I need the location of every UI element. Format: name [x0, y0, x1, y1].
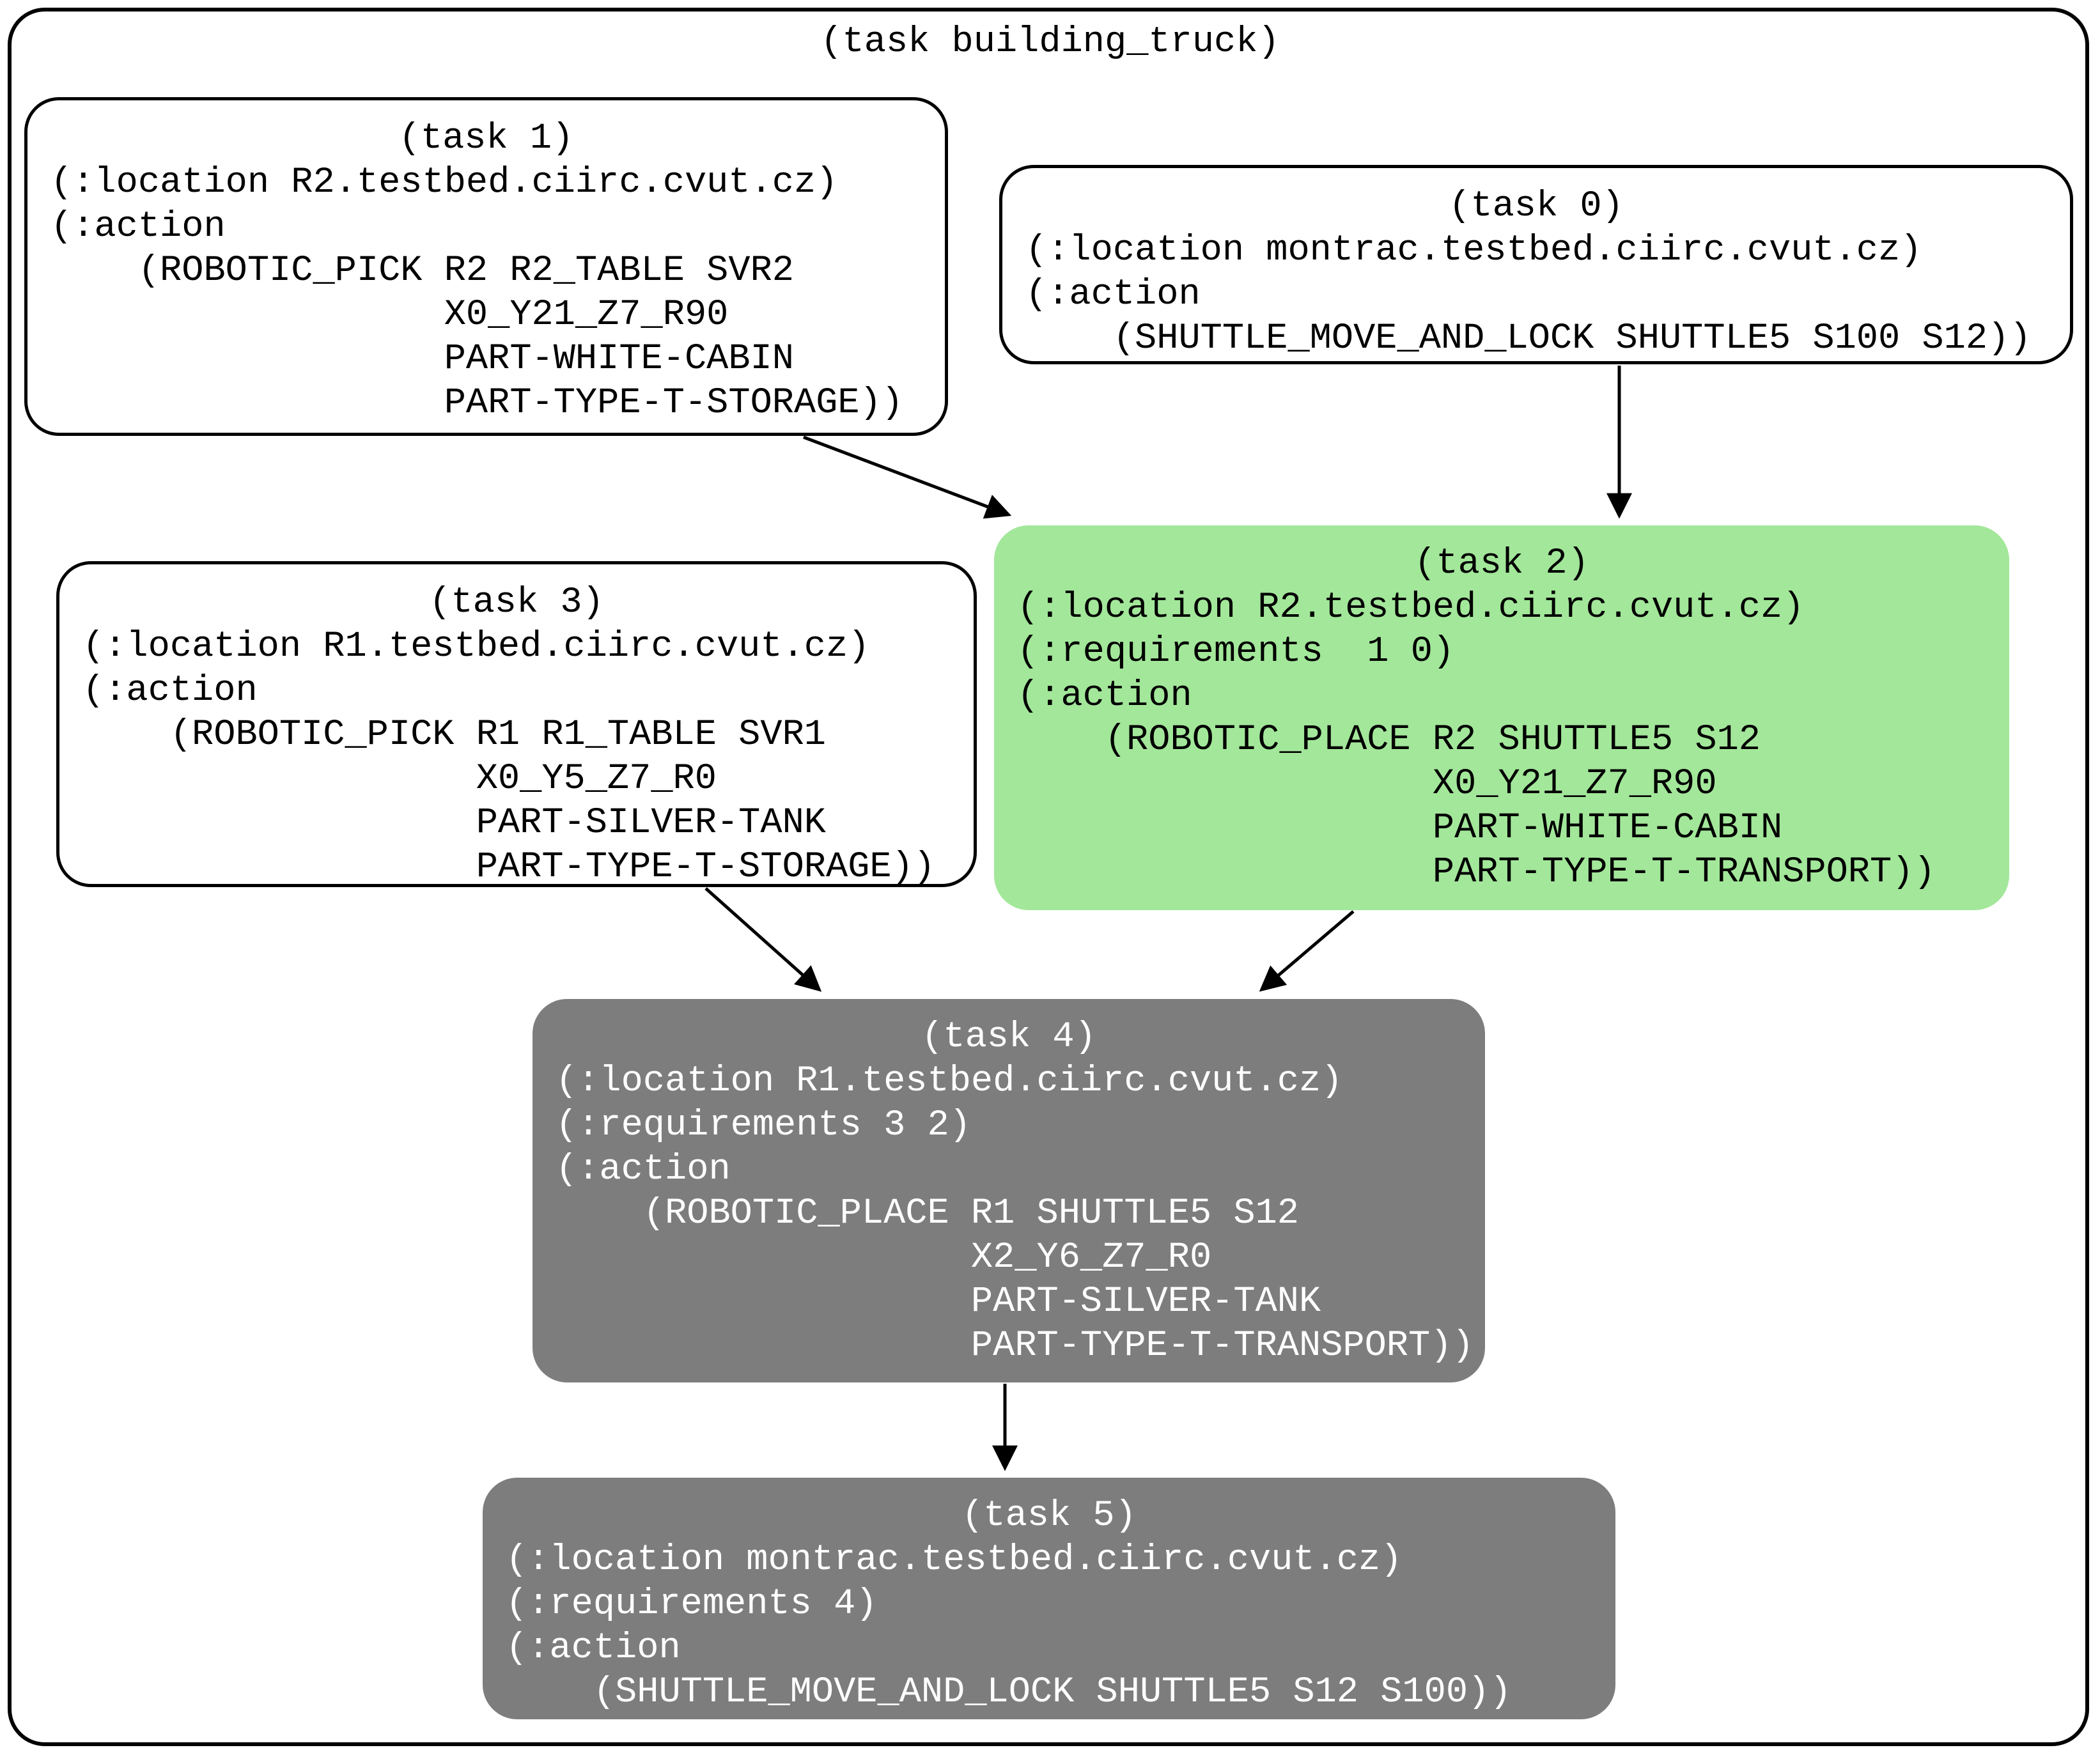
node-line: (ROBOTIC_PICK R2 R2_TABLE SVR2 [51, 251, 794, 291]
node-line: (:action [506, 1628, 681, 1669]
node-line: PART-TYPE-T-STORAGE)) [82, 847, 936, 888]
node-line: PART-TYPE-T-STORAGE)) [51, 383, 904, 424]
node-title: (task 0) [1449, 186, 1624, 227]
node-line: (:requirements 3 2) [556, 1105, 971, 1146]
node-line: X0_Y21_Z7_R90 [51, 295, 729, 336]
node-line: (SHUTTLE_MOVE_AND_LOCK SHUTTLE5 S12 S100… [506, 1672, 1512, 1713]
node-line: PART-WHITE-CABIN [51, 339, 794, 380]
node-line: PART-WHITE-CABIN [1017, 808, 1783, 849]
node-title: (task 1) [398, 118, 574, 159]
node-line: PART-SILVER-TANK [556, 1281, 1321, 1322]
node-line: PART-TYPE-T-TRANSPORT)) [1017, 852, 1936, 893]
node-line: PART-TYPE-T-TRANSPORT)) [556, 1326, 1474, 1366]
task-node-5: (task 5) (:location montrac.testbed.ciir… [483, 1478, 1615, 1719]
node-line: (:location montrac.testbed.ciirc.cvut.cz… [1025, 230, 1922, 271]
diagram-title: (task building_truck) [820, 22, 1280, 63]
node-line: (:location R1.testbed.ciirc.cvut.cz) [556, 1061, 1343, 1102]
node-title: (task 4) [921, 1017, 1096, 1058]
node-line: (:requirements 4) [506, 1584, 878, 1625]
task-node-1: (task 1) (:location R2.testbed.ciirc.cvu… [24, 97, 948, 436]
node-line: PART-SILVER-TANK [82, 803, 826, 844]
node-line: (ROBOTIC_PICK R1 R1_TABLE SVR1 [82, 715, 826, 755]
node-title: (task 3) [429, 582, 604, 623]
task-node-0: (task 0) (:location montrac.testbed.ciir… [999, 165, 2073, 364]
node-line: (:location R1.testbed.ciirc.cvut.cz) [82, 626, 870, 667]
node-line: (:action [82, 670, 258, 711]
node-line: (ROBOTIC_PLACE R1 SHUTTLE5 S12 [556, 1193, 1299, 1234]
node-line: (:action [1017, 676, 1192, 716]
task-node-2-highlighted: (task 2) (:location R2.testbed.ciirc.cvu… [994, 525, 2009, 910]
node-title: (task 2) [1414, 543, 1589, 584]
node-line: (:action [556, 1149, 731, 1190]
node-line: (:requirements 1 0) [1017, 631, 1455, 672]
node-line: (ROBOTIC_PLACE R2 SHUTTLE5 S12 [1017, 720, 1761, 761]
node-line: X0_Y5_Z7_R0 [82, 759, 717, 800]
task-node-4: (task 4) (:location R1.testbed.ciirc.cvu… [533, 999, 1485, 1382]
node-line: (:location R2.testbed.ciirc.cvut.cz) [51, 162, 838, 203]
node-line: (:location montrac.testbed.ciirc.cvut.cz… [506, 1540, 1403, 1581]
node-line: X2_Y6_Z7_R0 [556, 1237, 1212, 1278]
task-node-3: (task 3) (:location R1.testbed.ciirc.cvu… [56, 561, 977, 888]
node-title: (task 5) [961, 1496, 1137, 1536]
node-line: X0_Y21_Z7_R90 [1017, 764, 1717, 805]
node-line: (SHUTTLE_MOVE_AND_LOCK SHUTTLE5 S100 S12… [1025, 318, 2032, 359]
node-line: (:location R2.testbed.ciirc.cvut.cz) [1017, 587, 1805, 628]
node-line: (:action [51, 206, 226, 247]
node-line: (:action [1025, 274, 1201, 315]
